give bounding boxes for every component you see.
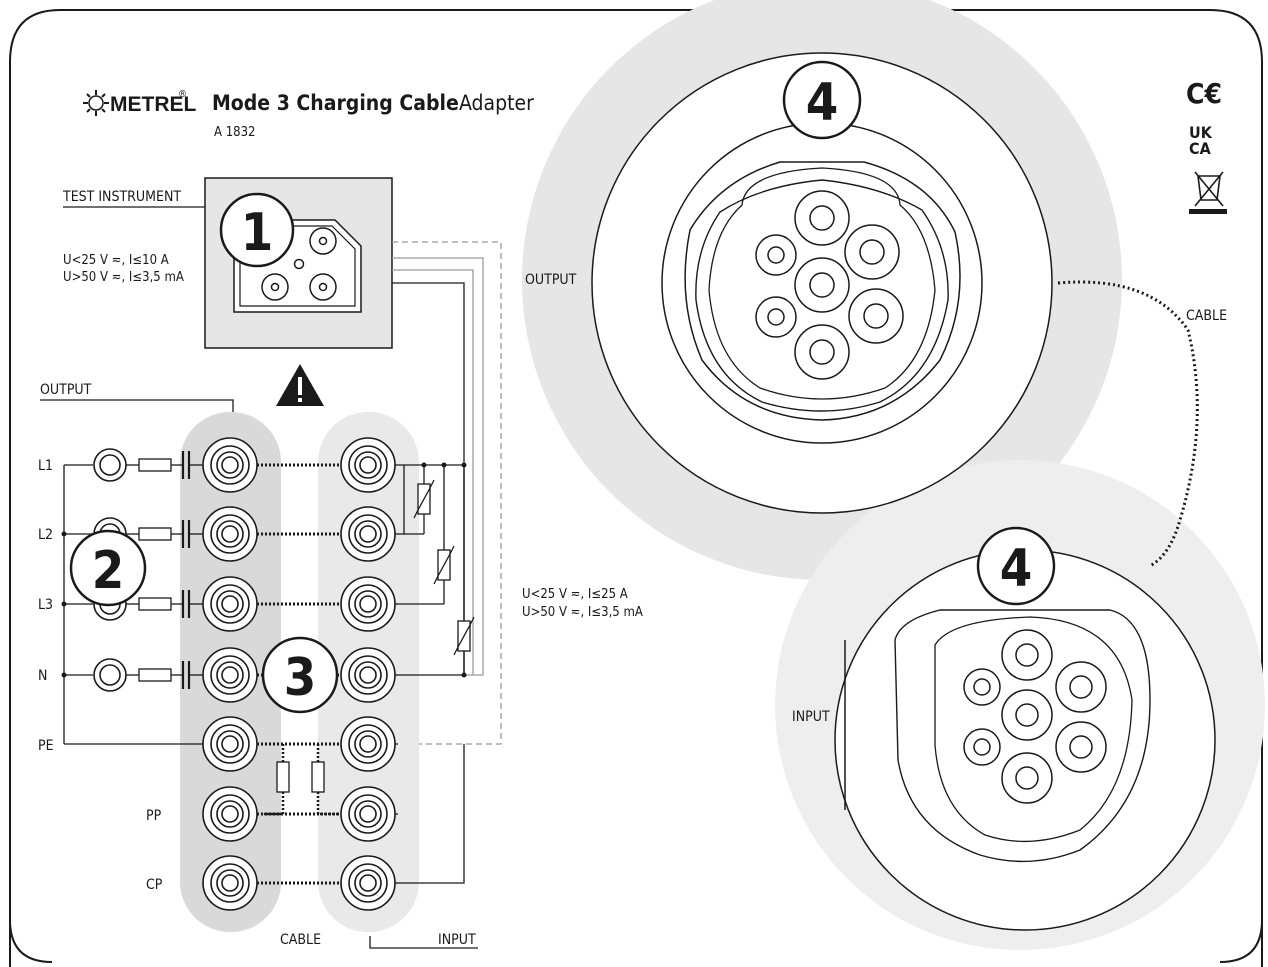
output-connector <box>591 52 1053 514</box>
svg-text:3: 3 <box>284 648 317 708</box>
instrument-rating-2: U>50 V ≂, I≤3,5 mA <box>63 270 184 285</box>
input-rating-2: U>50 V ≂, I≤3,5 mA <box>522 605 643 620</box>
output-terminal-3 <box>93 658 127 692</box>
varistors <box>413 479 475 656</box>
ce-mark-icon: C€ <box>1186 77 1222 110</box>
line-label-l1: L1 <box>38 458 53 474</box>
ukca-mark-icon: UK <box>1189 123 1213 142</box>
label-output-left: OUTPUT <box>40 382 92 398</box>
brand-registered-mark: ® <box>178 89 187 100</box>
label-cable-right: CABLE <box>1186 308 1227 324</box>
test-instrument-pins <box>261 227 337 301</box>
input-connector-pins <box>963 629 1107 804</box>
instrument-rating-1: U<25 V ≂, I≤10 A <box>63 253 169 268</box>
label-cable-bottom: CABLE <box>280 932 321 948</box>
output-terminal-0 <box>93 448 127 482</box>
label-input-bottom: INPUT <box>438 932 476 948</box>
warning-icon <box>276 364 324 406</box>
callout-marker-4-input: 4 <box>976 526 1056 606</box>
ukca-mark-bottom: CA <box>1189 139 1212 158</box>
line-label-l2: L2 <box>38 527 53 543</box>
callout-marker-1: 1 <box>219 192 295 268</box>
instrument-wire-2 <box>392 269 474 675</box>
output-connector-pins <box>755 190 904 380</box>
label-test-instrument: TEST INSTRUMENT <box>62 189 181 205</box>
svg-text:1: 1 <box>241 203 274 263</box>
brand-name: METREL <box>110 93 197 116</box>
panel-border <box>9 9 1263 967</box>
jack-layer <box>64 437 398 911</box>
bus-junctions <box>61 462 467 678</box>
output-resistor-0 <box>138 458 172 472</box>
input-bottom-bracket <box>369 936 478 949</box>
callout-marker-4-output: 4 <box>782 60 862 140</box>
cable-link <box>1057 280 1199 568</box>
label-output-connector: OUTPUT <box>525 272 577 288</box>
panel-border-bottom <box>9 919 1263 963</box>
output-resistor-3 <box>138 668 172 682</box>
title-bold: Mode 3 Charging Cable <box>212 91 459 115</box>
line-label-n: N <box>38 668 47 684</box>
output-resistor-1 <box>138 527 172 541</box>
line-label-l3: L3 <box>38 597 53 613</box>
svg-text:4: 4 <box>806 73 839 133</box>
pp-resistors <box>264 744 339 816</box>
input-varistor-network <box>398 464 465 676</box>
svg-text:2: 2 <box>92 541 125 601</box>
label-input-connector: INPUT <box>792 709 830 725</box>
title-light: Adapter <box>459 91 534 115</box>
callout-marker-3: 3 <box>261 636 339 714</box>
line-label-pp: PP <box>146 808 162 824</box>
pe-dashed-wire <box>392 241 502 745</box>
callout-marker-2: 2 <box>69 529 147 607</box>
output-header-line <box>40 399 234 412</box>
weee-bin-icon <box>1189 171 1227 214</box>
cp-input-wire <box>398 744 465 884</box>
metrel-logo-icon <box>83 90 109 116</box>
line-label-pe: PE <box>38 738 54 754</box>
input-rating-1: U<25 V ≂, I≤25 A <box>522 587 628 602</box>
output-resistor-2 <box>138 597 172 611</box>
line-label-cp: CP <box>146 877 163 893</box>
model-number: A 1832 <box>214 125 255 140</box>
svg-text:4: 4 <box>1000 539 1033 599</box>
